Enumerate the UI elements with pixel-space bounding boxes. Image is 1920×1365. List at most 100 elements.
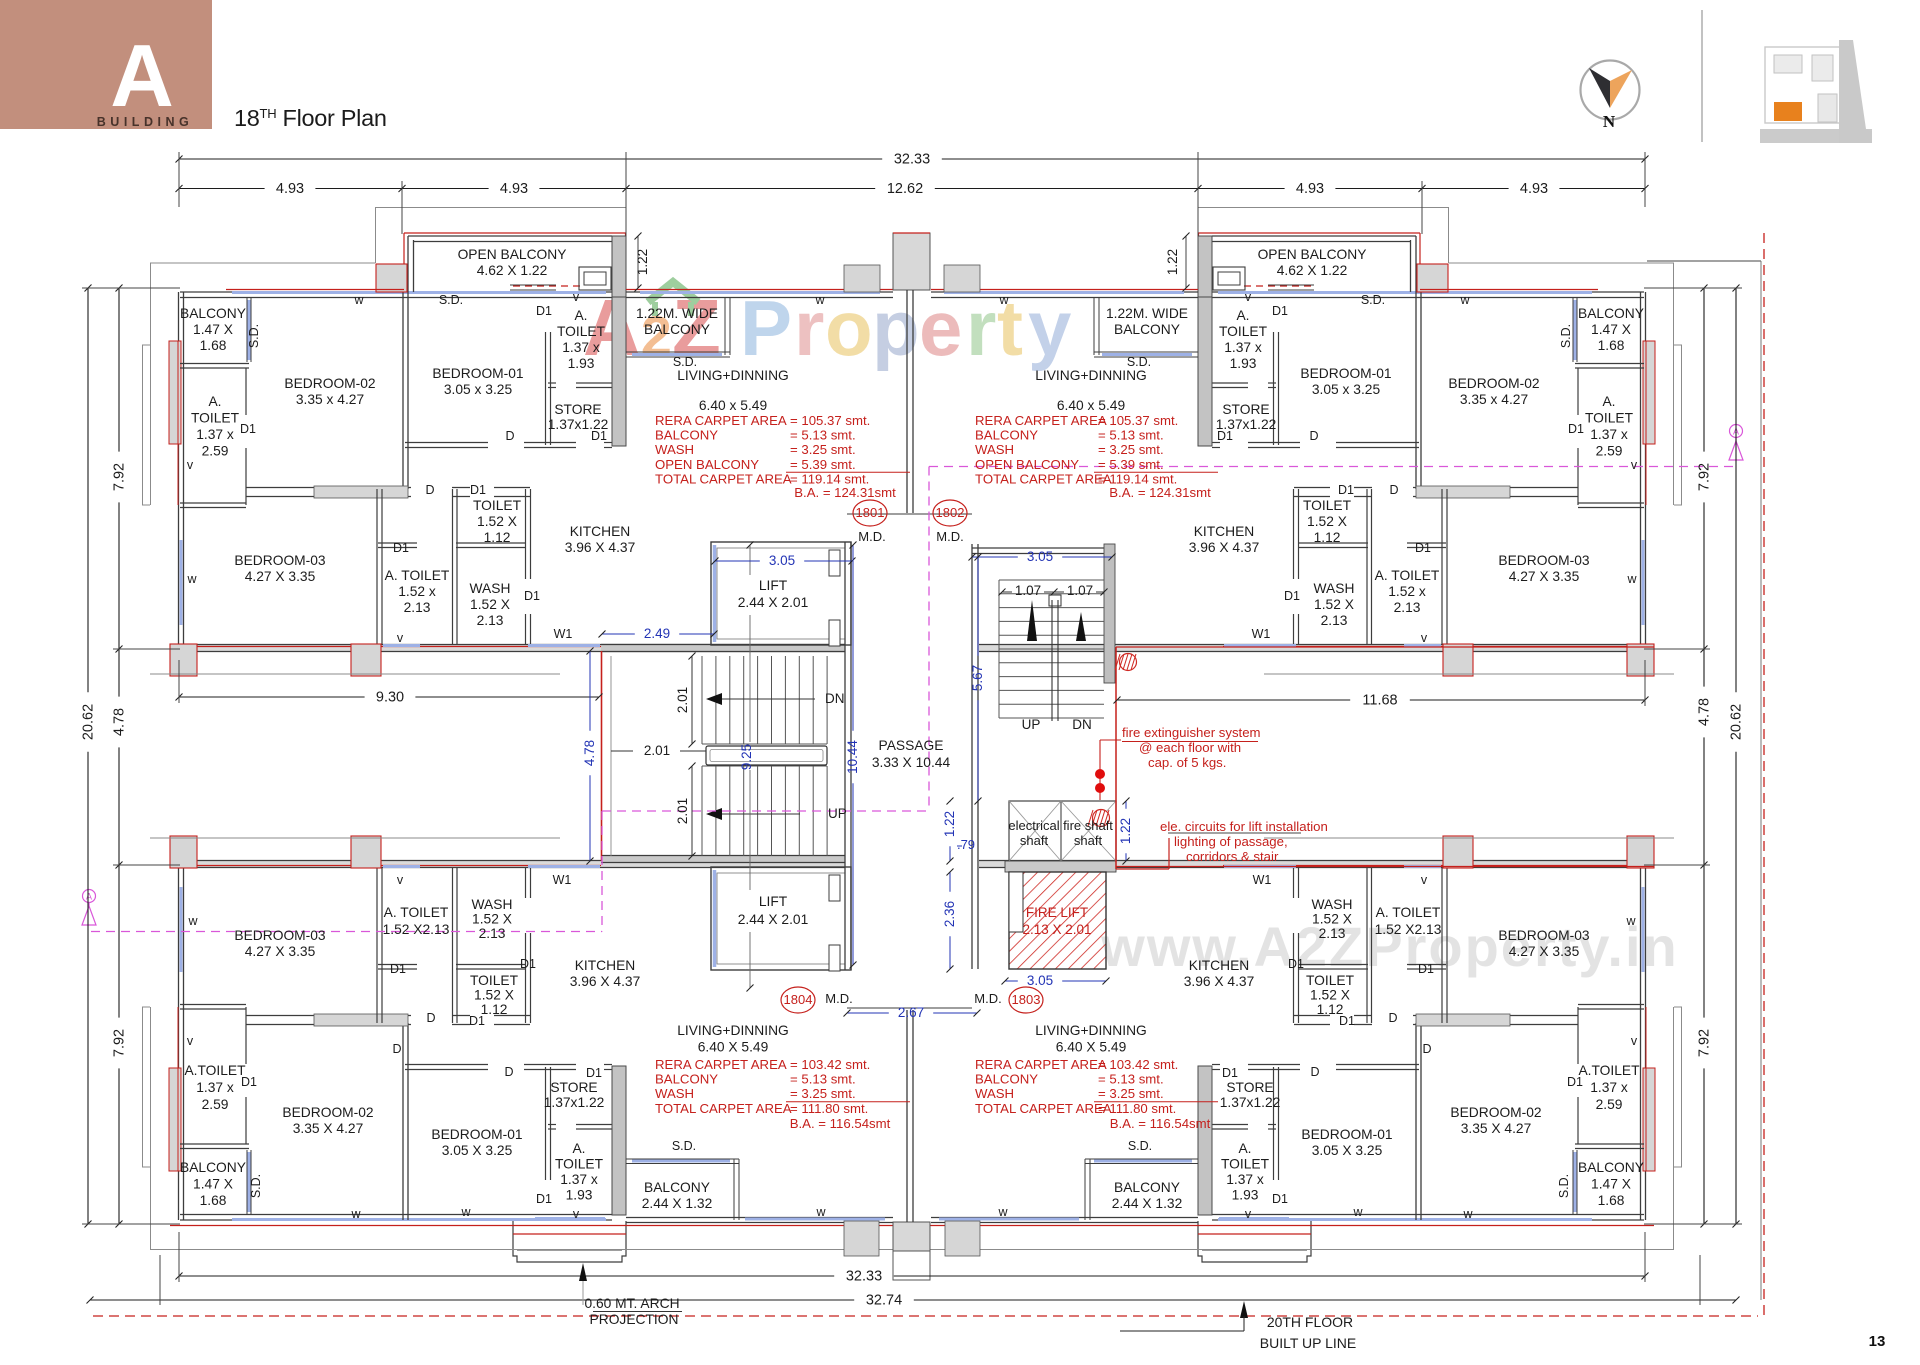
svg-text:2.44 X 2.01: 2.44 X 2.01 [738, 595, 809, 610]
svg-text:1.37 x: 1.37 x [1590, 1080, 1628, 1095]
svg-text:1.68: 1.68 [200, 338, 227, 353]
svg-text:TOILET: TOILET [1219, 324, 1268, 339]
svg-text:P: P [740, 284, 792, 372]
svg-text:1.93: 1.93 [568, 356, 595, 371]
svg-text:S.D.: S.D. [439, 293, 463, 307]
svg-text:WASH: WASH [975, 1086, 1014, 1101]
svg-text:y: y [1028, 284, 1071, 372]
svg-text:w: w [815, 1205, 826, 1219]
svg-text:D: D [392, 1042, 401, 1056]
svg-text:= 103.42 smt.: = 103.42 smt. [1098, 1057, 1178, 1072]
svg-text:A. TOILET: A. TOILET [385, 568, 450, 583]
svg-text:S.D.: S.D. [672, 1139, 696, 1153]
svg-text:20.62: 20.62 [81, 704, 97, 740]
svg-text:1.37 x: 1.37 x [1590, 427, 1628, 442]
svg-text:p: p [872, 284, 920, 372]
svg-text:D1: D1 [240, 422, 256, 436]
svg-text:WASH: WASH [472, 897, 513, 912]
svg-text:RERA CARPET AREA: RERA CARPET AREA [975, 1057, 1107, 1072]
svg-text:D1: D1 [1288, 957, 1304, 971]
svg-text:4.62 X 1.22: 4.62 X 1.22 [477, 263, 548, 278]
svg-text:v: v [1421, 631, 1428, 645]
svg-text:TOILET: TOILET [1303, 498, 1352, 513]
svg-text:A.TOILET: A.TOILET [1578, 1063, 1640, 1078]
svg-text:OPEN BALCONY: OPEN BALCONY [655, 457, 759, 472]
svg-text:= 5.13 smt.: = 5.13 smt. [1098, 428, 1164, 443]
svg-text:r: r [794, 284, 824, 372]
svg-text:LIVING+DINNING: LIVING+DINNING [1035, 368, 1147, 383]
svg-text:= 119.14 smt.: = 119.14 smt. [1098, 471, 1177, 486]
svg-text:= 5.39 smt.: = 5.39 smt. [790, 457, 856, 472]
svg-text:1.47 X: 1.47 X [193, 1177, 233, 1192]
svg-text:BEDROOM-01: BEDROOM-01 [432, 366, 523, 381]
svg-text:1.22M. WIDE: 1.22M. WIDE [636, 306, 718, 321]
svg-text:TOILET: TOILET [555, 1157, 604, 1172]
svg-text:2.13: 2.13 [477, 613, 504, 628]
svg-text:2.36: 2.36 [942, 901, 957, 927]
svg-text:KITCHEN: KITCHEN [1194, 524, 1255, 539]
svg-text:2.67: 2.67 [898, 1005, 924, 1020]
svg-text:BEDROOM-01: BEDROOM-01 [1300, 366, 1391, 381]
svg-text:w: w [187, 914, 198, 928]
svg-text:= 105.37 smt.: = 105.37 smt. [1098, 413, 1178, 428]
svg-text:D: D [425, 483, 434, 497]
svg-text:1.52 X: 1.52 X [1310, 988, 1350, 1003]
svg-text:4.62 X 1.22: 4.62 X 1.22 [1277, 263, 1348, 278]
svg-text:w: w [350, 1207, 361, 1221]
svg-text:B.A. = 116.54smt: B.A. = 116.54smt [790, 1116, 891, 1131]
svg-text:18TH Floor Plan: 18TH Floor Plan [234, 105, 387, 131]
svg-text:D1: D1 [241, 1075, 257, 1089]
svg-text:1.07: 1.07 [1015, 583, 1041, 598]
svg-text:D1: D1 [524, 589, 540, 603]
svg-text:4.93: 4.93 [500, 181, 528, 197]
svg-text:B.A. = 124.31smt: B.A. = 124.31smt [794, 485, 896, 500]
svg-text:6.40 x 5.49: 6.40 x 5.49 [699, 398, 768, 413]
svg-text:DN: DN [825, 691, 845, 706]
svg-text:1.52 X: 1.52 X [470, 597, 510, 612]
svg-text:v: v [573, 290, 580, 304]
svg-text:WASH: WASH [655, 1086, 694, 1101]
svg-text:2.44 X 1.32: 2.44 X 1.32 [1112, 1196, 1183, 1211]
svg-text:1.52 X: 1.52 X [477, 514, 517, 529]
svg-text:1.37 x: 1.37 x [196, 1080, 234, 1095]
svg-text:v: v [1631, 458, 1638, 472]
svg-text:D: D [1388, 1011, 1397, 1025]
svg-text:= 3.25 smt.: = 3.25 smt. [1098, 1086, 1164, 1101]
svg-text:D: D [426, 1011, 435, 1025]
svg-text:D: D [504, 1065, 513, 1079]
svg-text:D1: D1 [1339, 1014, 1355, 1028]
svg-text:W1: W1 [554, 627, 573, 641]
svg-text:v: v [1245, 290, 1252, 304]
svg-text:D1: D1 [1217, 429, 1233, 443]
svg-text:3.35 x 4.27: 3.35 x 4.27 [296, 392, 364, 407]
svg-text:1.37x1.22: 1.37x1.22 [544, 1095, 605, 1110]
svg-text:6.40 X 5.49: 6.40 X 5.49 [1056, 1040, 1127, 1055]
svg-text:STORE: STORE [554, 402, 601, 417]
svg-text:TOILET: TOILET [191, 411, 240, 426]
svg-text:OPEN BALCONY: OPEN BALCONY [975, 457, 1079, 472]
svg-text:2.44 X 2.01: 2.44 X 2.01 [738, 912, 809, 927]
svg-text:A. TOILET: A. TOILET [1376, 905, 1441, 920]
svg-text:TOTAL CARPET AREA: TOTAL CARPET AREA [975, 1101, 1112, 1116]
svg-text:4.93: 4.93 [276, 181, 304, 197]
svg-text:LIVING+DINNING: LIVING+DINNING [677, 368, 789, 383]
svg-text:3.33 X 10.44: 3.33 X 10.44 [872, 755, 951, 770]
svg-text:BUILDING: BUILDING [97, 115, 193, 129]
svg-text:3.05 X 3.25: 3.05 X 3.25 [1312, 1143, 1383, 1158]
svg-text:3.35 x 4.27: 3.35 x 4.27 [1460, 392, 1528, 407]
svg-text:w: w [1625, 914, 1636, 928]
svg-text:W1: W1 [1252, 627, 1271, 641]
svg-text:4.78: 4.78 [582, 740, 597, 766]
svg-text:3.35 X 4.27: 3.35 X 4.27 [1461, 1121, 1532, 1136]
svg-text:4.93: 4.93 [1296, 181, 1324, 197]
svg-text:4.27 X 3.35: 4.27 X 3.35 [245, 944, 316, 959]
svg-text:6.40 x 5.49: 6.40 x 5.49 [1057, 398, 1126, 413]
svg-text:WASH: WASH [470, 581, 511, 596]
svg-text:= 3.25 smt.: = 3.25 smt. [790, 442, 856, 457]
svg-text:1.37x1.22: 1.37x1.22 [1216, 417, 1277, 432]
svg-text:6.40 X 5.49: 6.40 X 5.49 [698, 1040, 769, 1055]
svg-text:LIVING+DINNING: LIVING+DINNING [1035, 1023, 1147, 1038]
svg-text:1804: 1804 [784, 992, 813, 1007]
svg-text:TOILET: TOILET [1221, 1157, 1270, 1172]
svg-text:3.96 X 4.37: 3.96 X 4.37 [565, 540, 636, 555]
